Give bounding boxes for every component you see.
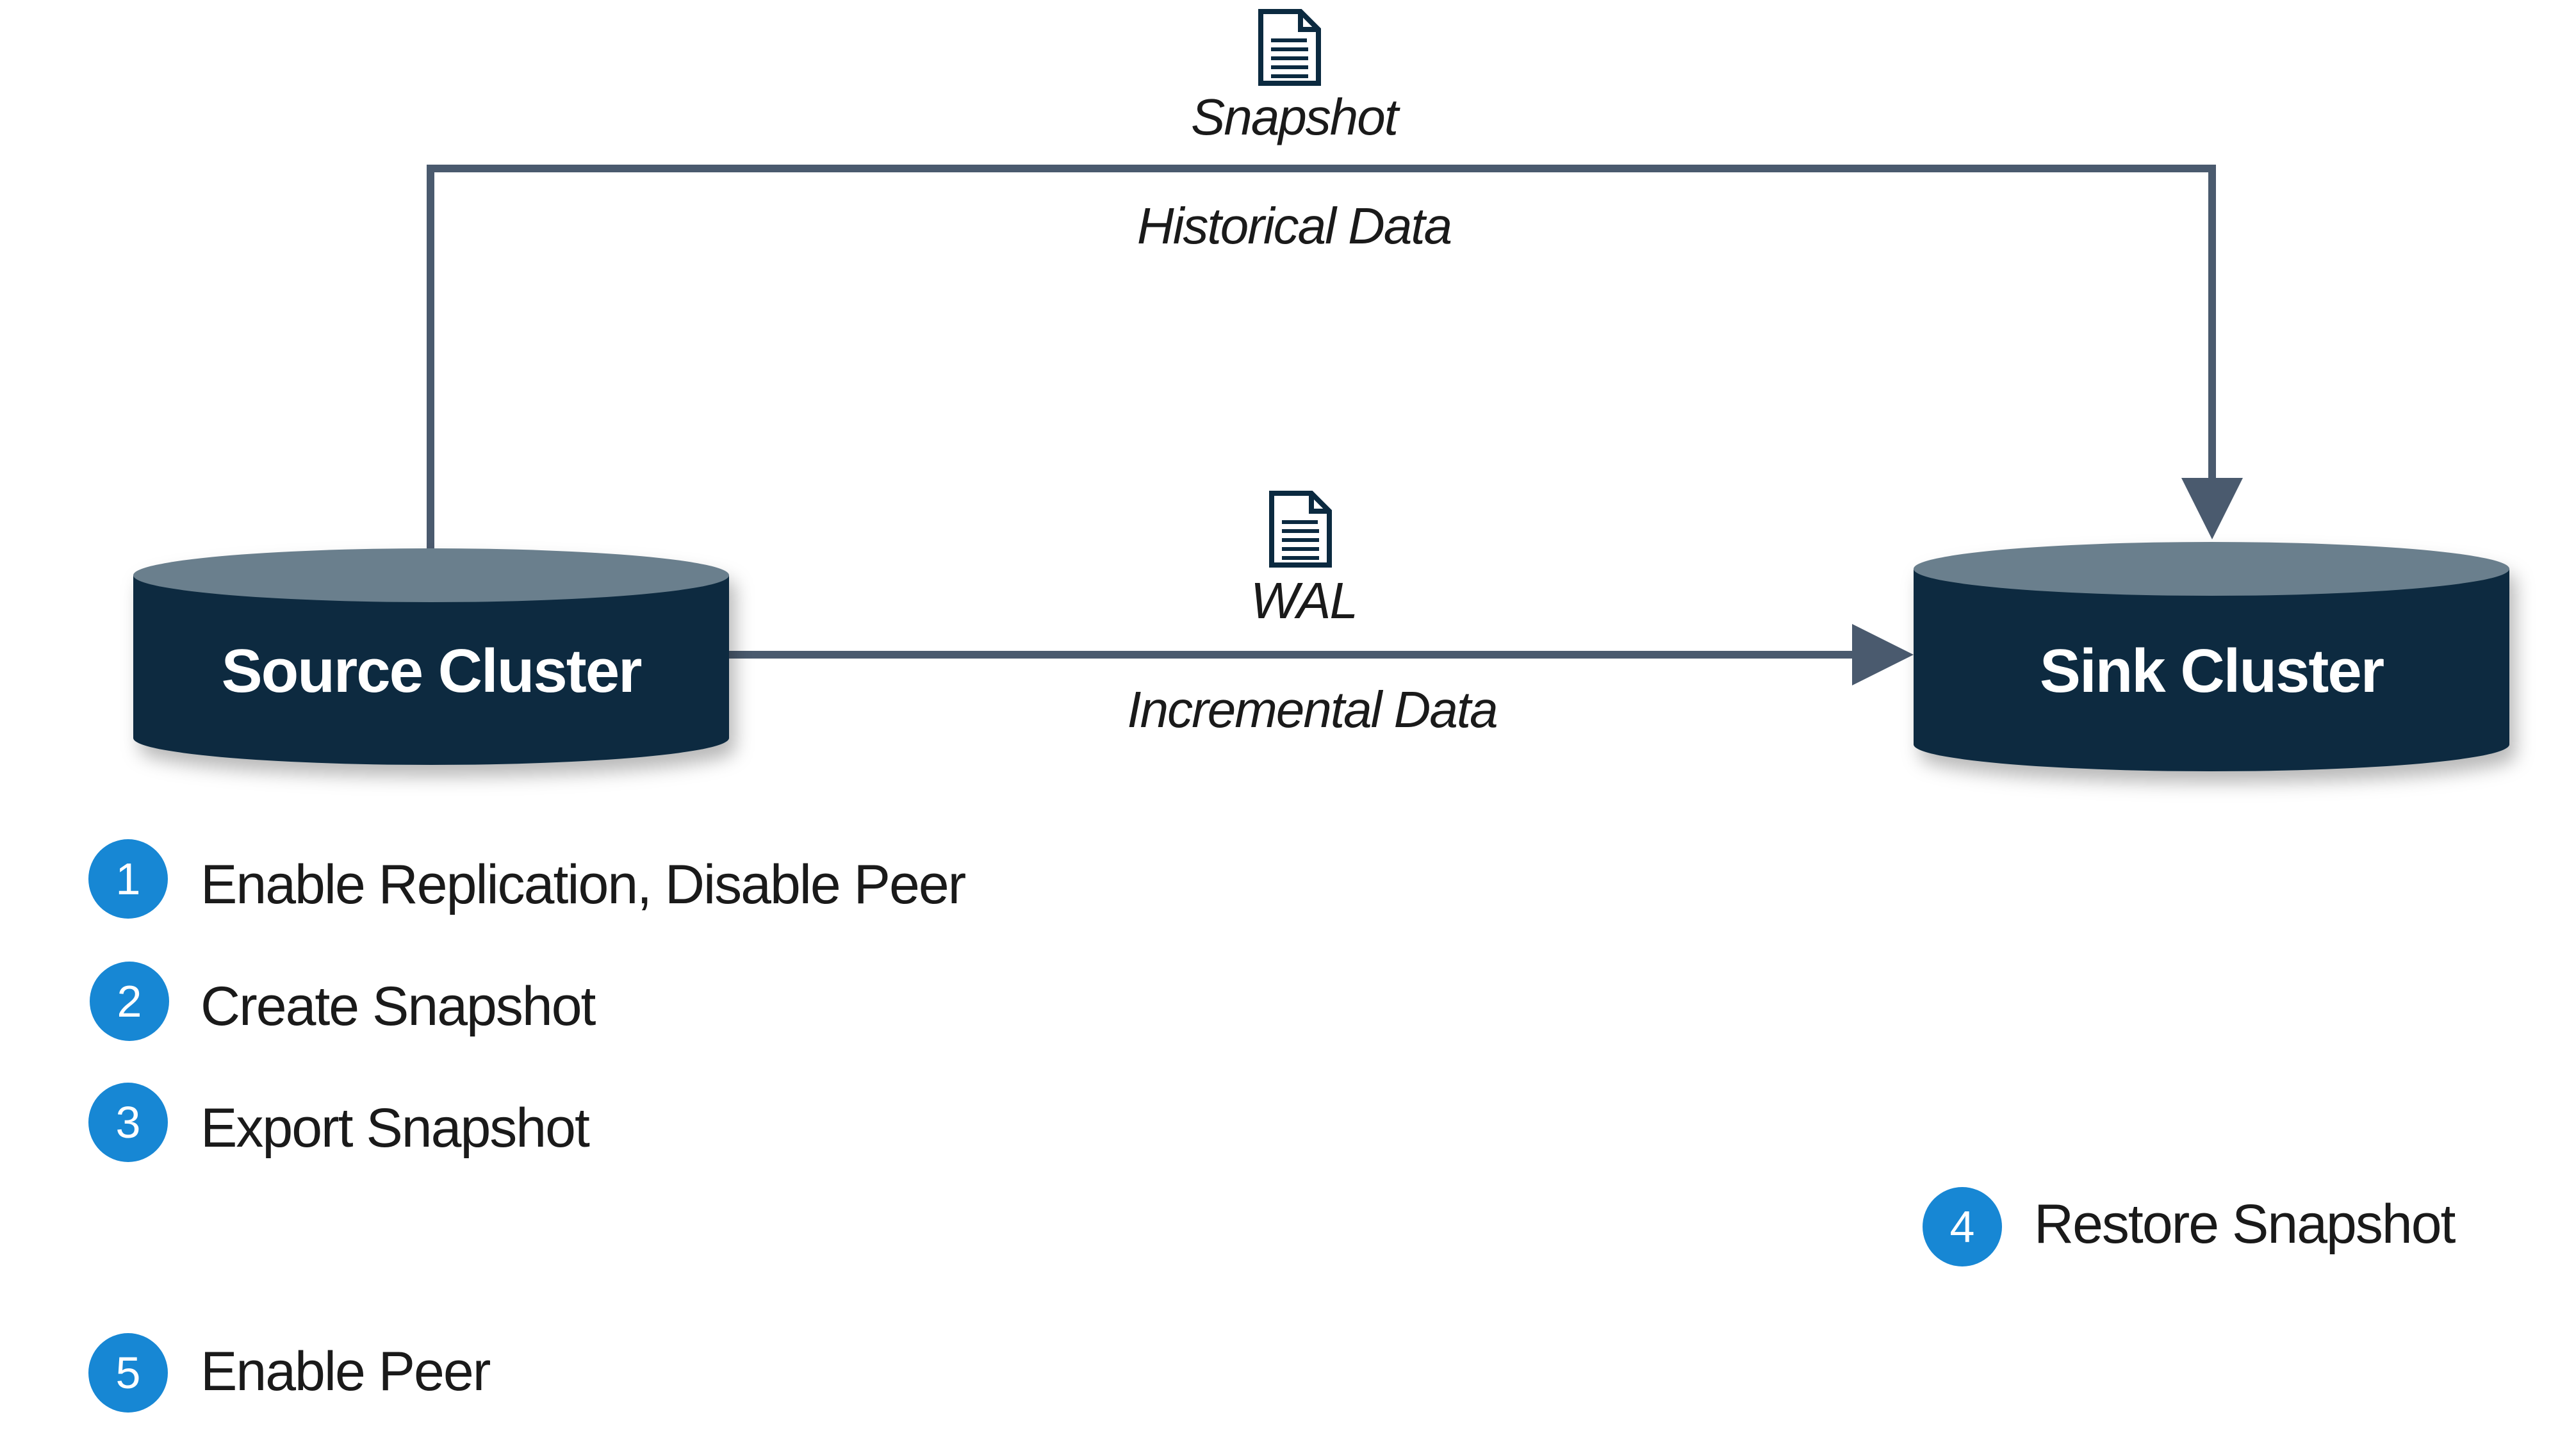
source-cluster-label: Source Cluster (222, 637, 642, 705)
wal-document-icon (1269, 491, 1332, 568)
sink-cluster-cylinder (1914, 542, 2509, 771)
step-4: 4 Restore Snapshot (1923, 1187, 2457, 1266)
step-2: 2 Create Snapshot (90, 962, 598, 1041)
sink-cluster-label: Sink Cluster (2040, 637, 2384, 705)
step-5-badge (88, 1333, 168, 1413)
source-cluster-cylinder (133, 548, 729, 765)
historical-data-label: Historical Data (1137, 197, 1451, 254)
snapshot-file-label: Snapshot (1191, 88, 1400, 145)
incremental-data-label: Incremental Data (1127, 681, 1497, 738)
step-2-badge (90, 962, 169, 1041)
step-2-label: Create Snapshot (201, 976, 596, 1037)
step-5-number: 5 (116, 1348, 141, 1398)
step-3: 3 Export Snapshot (88, 1083, 591, 1162)
step-3-number: 3 (116, 1097, 141, 1147)
step-3-label: Export Snapshot (201, 1097, 590, 1159)
step-4-number: 4 (1950, 1202, 1975, 1252)
step-3-badge (88, 1083, 168, 1162)
step-2-number: 2 (117, 976, 142, 1026)
step-5-label: Enable Peer (201, 1341, 491, 1402)
step-1-badge (88, 839, 168, 919)
step-5: 5 Enable Peer (88, 1333, 492, 1413)
wal-file-label: WAL (1251, 572, 1357, 629)
step-1-number: 1 (116, 854, 141, 904)
snapshot-document-icon (1258, 9, 1321, 86)
step-4-badge (1923, 1187, 2002, 1266)
step-1: 1 Enable Replication, Disable Peer (88, 839, 967, 919)
historical-data-arrow (427, 165, 2243, 551)
step-1-label: Enable Replication, Disable Peer (201, 854, 966, 915)
step-4-label: Restore Snapshot (2034, 1193, 2456, 1255)
